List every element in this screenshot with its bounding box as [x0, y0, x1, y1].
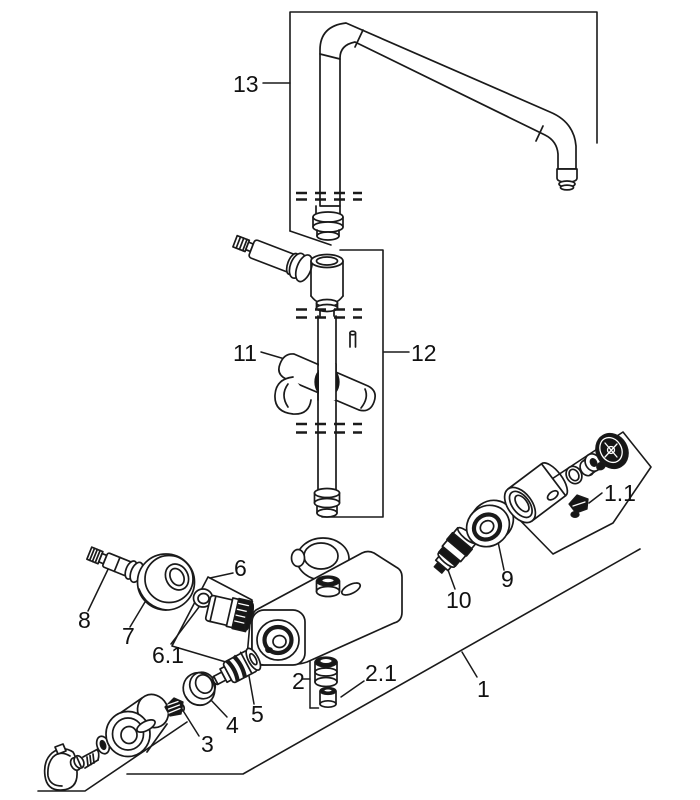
handle-screw: [69, 748, 100, 772]
part-2-1-insert: [319, 686, 337, 709]
part-labels: 13 12 11 8 7 6 6.1 10 9 1.1 2 2.1 3 4 5 …: [78, 71, 636, 757]
part-8-screw-fitting: [86, 546, 144, 584]
spout-pipe: [319, 22, 578, 207]
part-5-cartridge: [211, 647, 262, 686]
part-label-11: 11: [233, 340, 257, 366]
part-label-5: 5: [251, 701, 264, 727]
bar-end-fitting: [313, 487, 341, 518]
part-label-12: 12: [411, 340, 437, 366]
part-label-8: 8: [78, 607, 91, 633]
part-6-check-valve: [204, 594, 255, 633]
part-4-ring-nut: [182, 671, 217, 707]
dashed-break-low: [296, 422, 362, 434]
dashed-break-top: [296, 191, 362, 201]
part-label-1-1: 1.1: [604, 480, 636, 506]
part-label-2: 2: [292, 668, 305, 694]
part-6-1-ring: [192, 588, 214, 608]
part-label-7: 7: [122, 623, 135, 649]
part-1-1-clip: [568, 494, 589, 518]
diverter-handle: [232, 234, 314, 283]
part-label-6: 6: [234, 555, 247, 581]
part-7-escutcheon: [136, 553, 196, 611]
bracket-group-12: [321, 249, 410, 518]
handle-cap: [43, 743, 78, 791]
part-label-3: 3: [201, 731, 214, 757]
spout-base-fitting: [312, 205, 344, 241]
dashed-break-mid: [296, 308, 362, 319]
temp-handle-cup: [503, 462, 569, 524]
temp-handle-cap: [595, 432, 629, 471]
part-label-1: 1: [477, 676, 490, 702]
part-label-2-1: 2.1: [365, 660, 397, 686]
part-label-9: 9: [501, 566, 514, 592]
part-label-10: 10: [446, 587, 472, 613]
elbow-fitting: [310, 253, 344, 317]
slider-holder: [274, 330, 376, 415]
part-label-4: 4: [226, 712, 239, 738]
shower-bar: [317, 315, 337, 494]
mixer-body: [251, 537, 403, 666]
part-3-adapter: [164, 697, 186, 717]
part-2-plug: [314, 656, 338, 688]
part-label-13: 13: [233, 71, 259, 97]
reference-line-1: [126, 548, 641, 775]
part-label-6-1: 6.1: [152, 642, 184, 668]
handle-knob: [105, 693, 170, 758]
bracket-group-13: [262, 11, 598, 246]
leader-lines: [87, 351, 603, 737]
